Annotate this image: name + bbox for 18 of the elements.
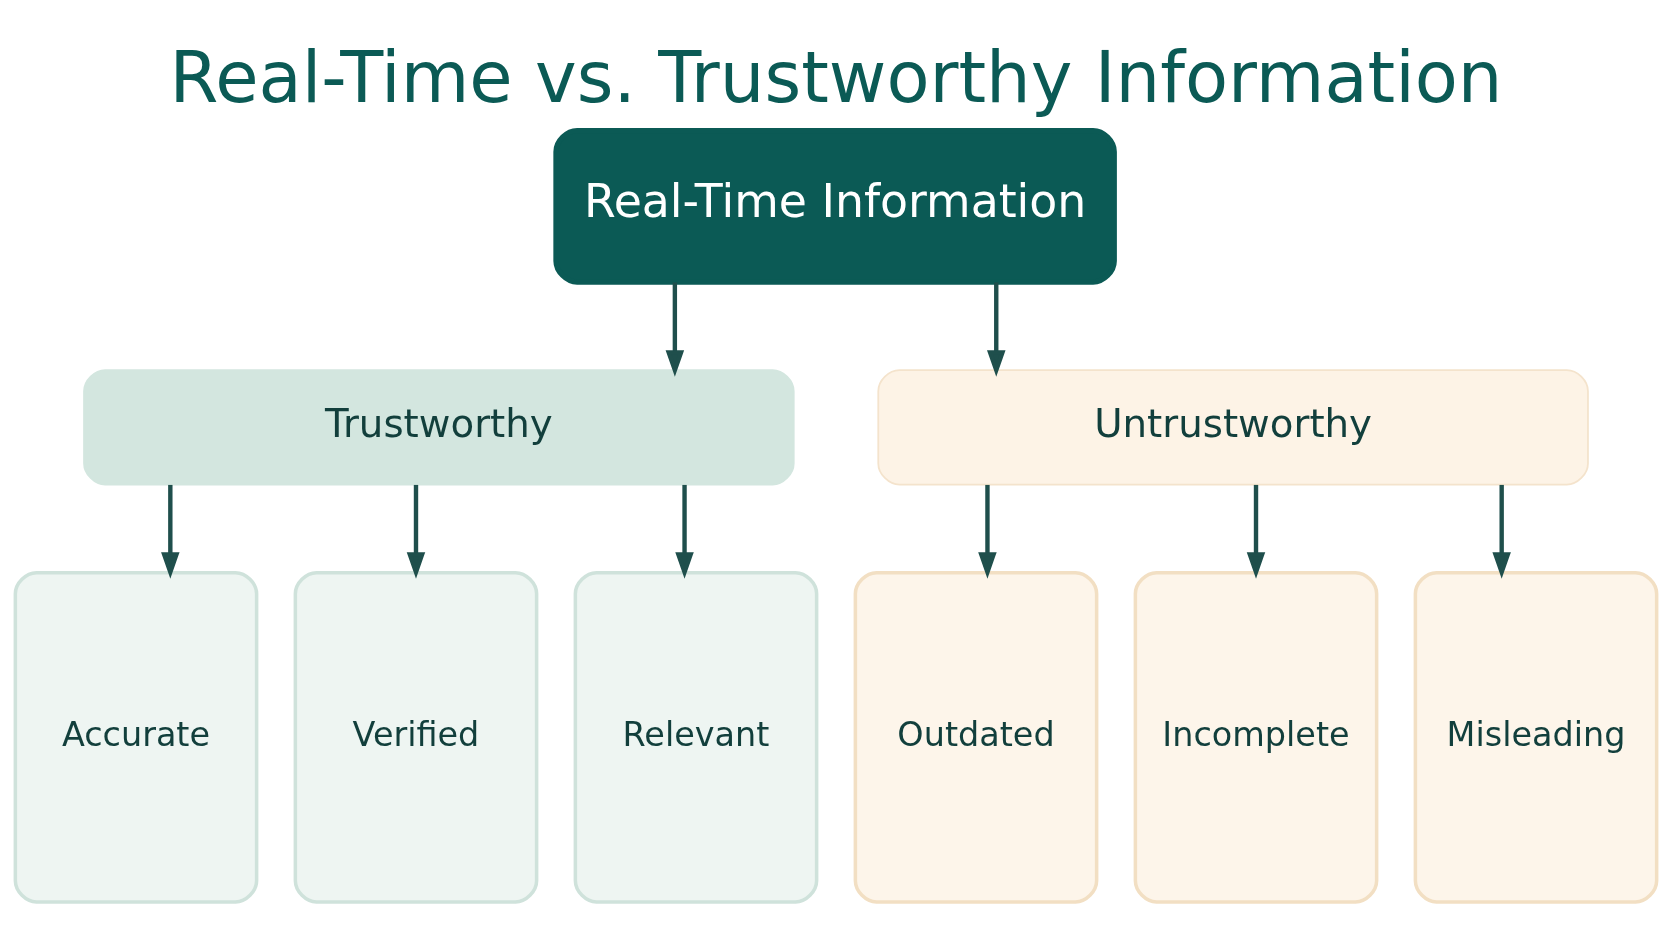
node-box: Relevant <box>573 570 819 904</box>
node-box: Misleading <box>1413 570 1659 904</box>
diagram-title: Real-Time vs. Trustworthy Information <box>169 37 1503 120</box>
arrow <box>987 282 1006 377</box>
arrow <box>406 484 426 579</box>
arrow <box>1246 484 1266 579</box>
arrow <box>1492 484 1511 579</box>
node-box: Verified <box>293 570 539 904</box>
node-box: Real-Time Information <box>553 128 1117 285</box>
node-box: Outdated <box>853 570 1099 904</box>
node-box: Accurate <box>13 570 259 904</box>
arrow <box>978 484 997 579</box>
arrow <box>675 484 694 579</box>
node-box: Incomplete <box>1133 570 1379 904</box>
arrow <box>161 484 180 579</box>
arrow <box>665 282 685 377</box>
node-box: Trustworthy <box>83 369 795 486</box>
node-box: Untrustworthy <box>877 369 1589 486</box>
